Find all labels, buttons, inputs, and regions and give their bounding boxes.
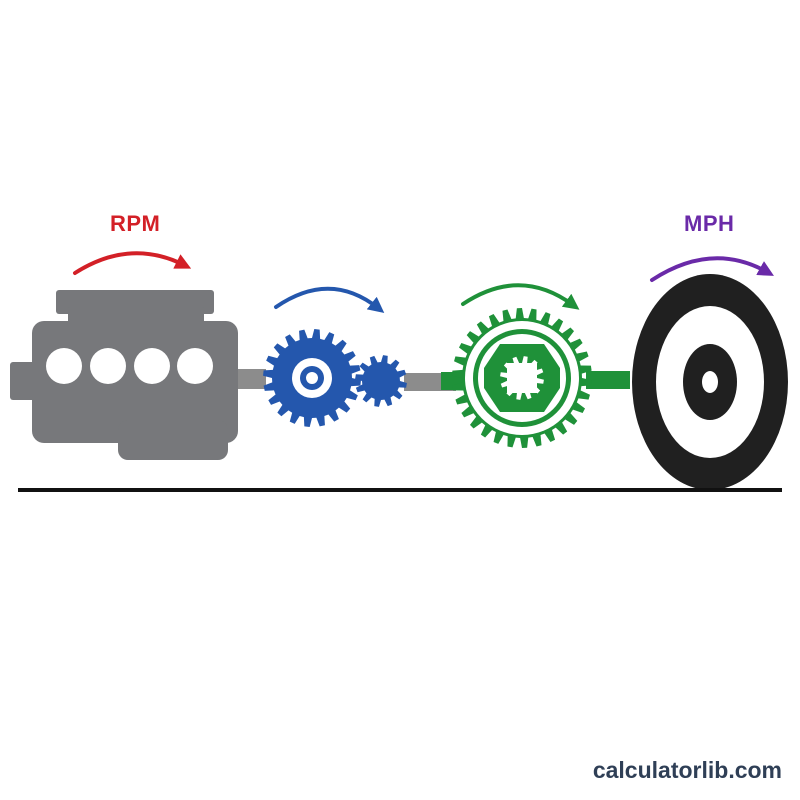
gear-pair-icon (263, 329, 407, 427)
differential-arrow (461, 283, 580, 310)
watermark: calculatorlib.com (592, 757, 782, 783)
ring-gear-icon (452, 308, 592, 448)
small-gear (355, 355, 407, 407)
mph-arrow (650, 256, 774, 282)
rpm-arrow (73, 251, 192, 275)
tire-icon (632, 274, 788, 490)
large-gear (263, 329, 361, 427)
rpm-label: RPM (110, 211, 161, 236)
engine-icon (10, 290, 238, 460)
engine-output-shaft (232, 369, 266, 389)
mph-label: MPH (684, 211, 735, 236)
transmission-arrow (274, 286, 385, 313)
axle-right (586, 371, 630, 389)
